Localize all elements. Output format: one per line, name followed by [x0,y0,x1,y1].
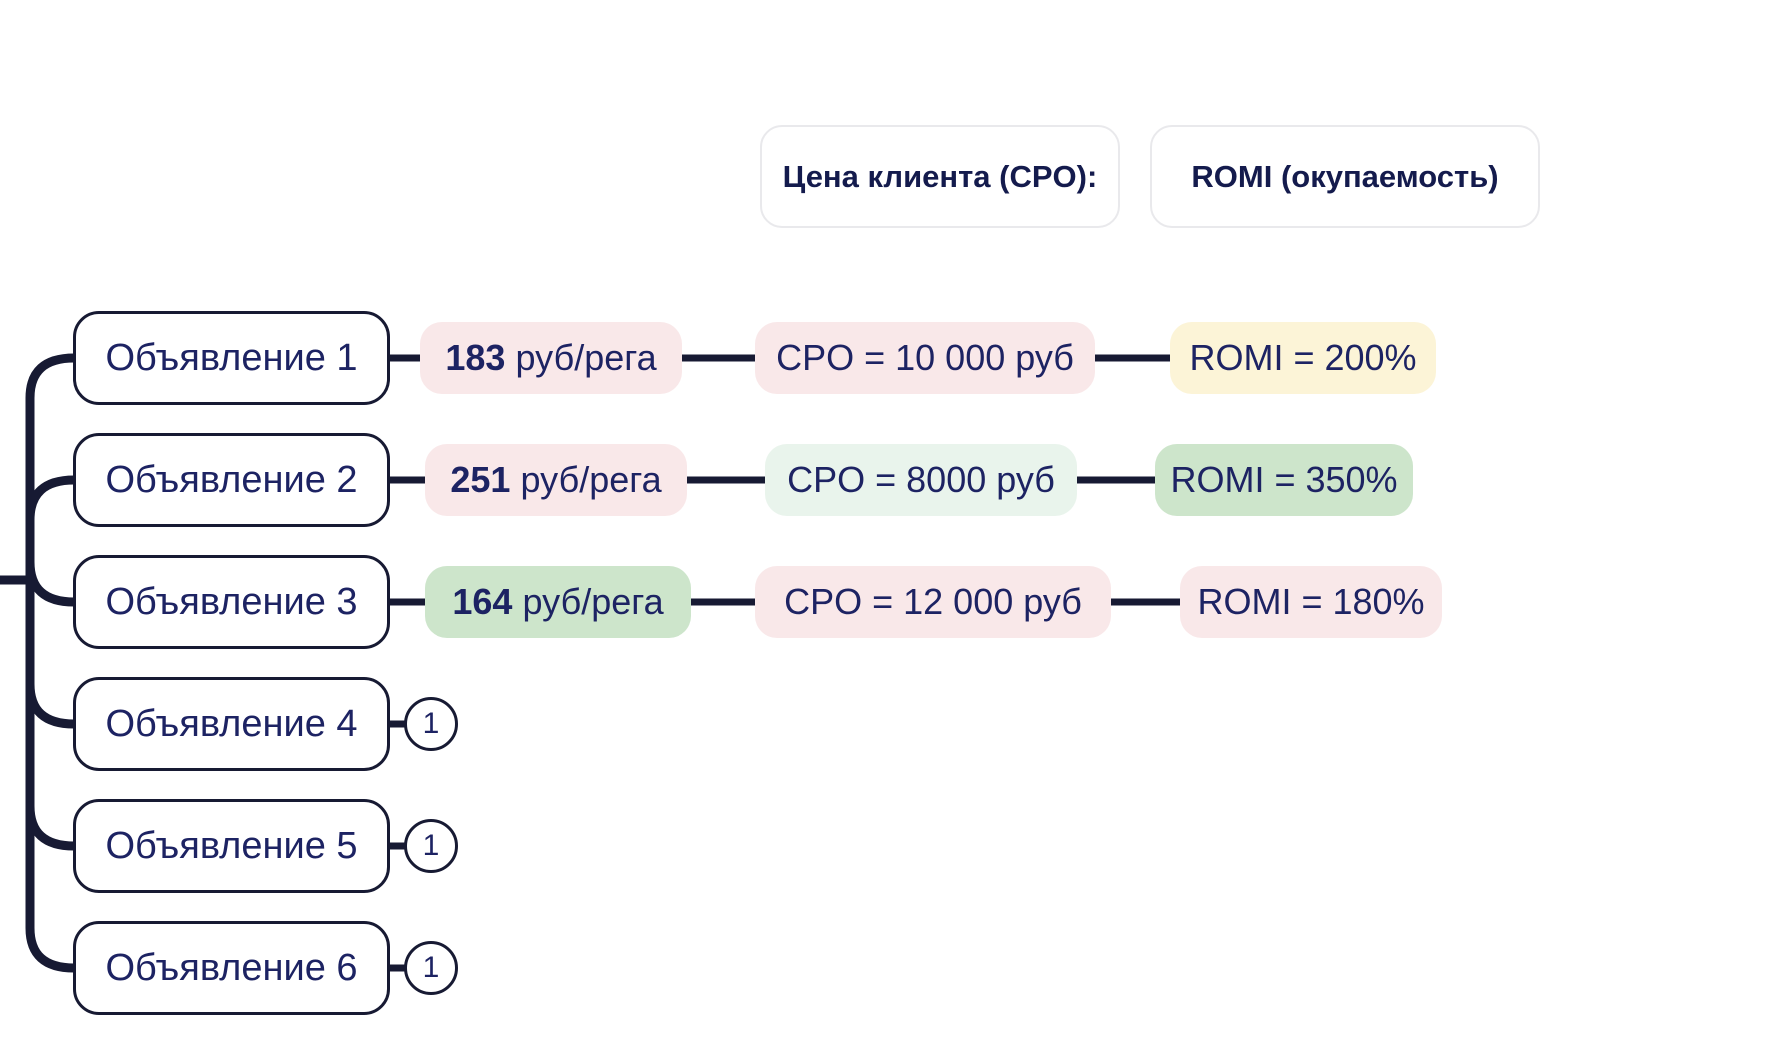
cost-value-1: 183 [445,337,506,378]
node-ad-2[interactable]: Объявление 2 [73,433,390,527]
cost-value-2: 251 [450,459,511,500]
cost-pill-3[interactable]: 164 руб/рега [425,566,691,638]
node-ad-3[interactable]: Объявление 3 [73,555,390,649]
cost-unit-3: руб/рега [522,581,664,622]
cost-unit-1: руб/рега [515,337,657,378]
cost-pill-1[interactable]: 183 руб/рега [420,322,682,394]
romi-pill-3[interactable]: ROMI = 180% [1180,566,1442,638]
node-ad-4[interactable]: Объявление 4 [73,677,390,771]
cost-pill-2[interactable]: 251 руб/рега [425,444,687,516]
cpo-pill-2[interactable]: CPO = 8000 руб [765,444,1077,516]
branch-node-2 [25,475,79,525]
column-header-romi[interactable]: ROMI (окупаемость) [1150,125,1540,228]
cpo-pill-1[interactable]: CPO = 10 000 руб [755,322,1095,394]
cost-value-3: 164 [452,581,513,622]
trunk-line [25,353,79,973]
collapsed-children-badge-5[interactable]: 1 [404,819,458,873]
node-ad-1[interactable]: Объявление 1 [73,311,390,405]
romi-pill-2[interactable]: ROMI = 350% [1155,444,1413,516]
romi-pill-1[interactable]: ROMI = 200% [1170,322,1436,394]
node-ad-5[interactable]: Объявление 5 [73,799,390,893]
cost-unit-2: руб/рега [520,459,662,500]
cpo-pill-3[interactable]: CPO = 12 000 руб [755,566,1111,638]
node-ad-6[interactable]: Объявление 6 [73,921,390,1015]
branch-node-5 [25,801,79,851]
collapsed-children-badge-4[interactable]: 1 [404,697,458,751]
branch-node-4 [25,679,79,729]
collapsed-children-badge-6[interactable]: 1 [404,941,458,995]
branch-node-3 [25,557,79,607]
column-header-cpo[interactable]: Цена клиента (CPO): [760,125,1120,228]
